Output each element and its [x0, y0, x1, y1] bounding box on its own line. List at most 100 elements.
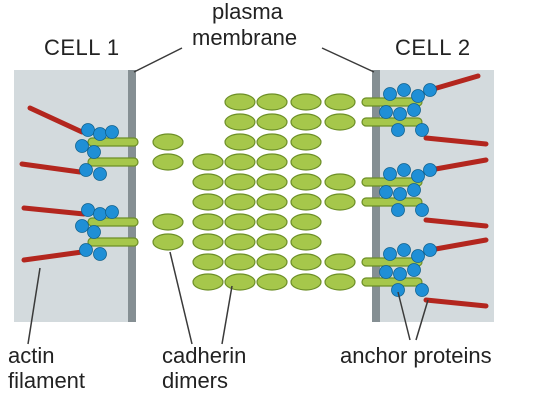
cadherin-ellipse	[224, 213, 256, 231]
anchor-protein-circle	[93, 167, 107, 181]
actin-filament-line	[21, 205, 87, 217]
actin-filament-line	[423, 135, 489, 147]
cadherin-dimers-label-line2: dimers	[162, 368, 229, 393]
cadherin-ellipse	[290, 273, 322, 291]
cadherin-ellipse	[290, 153, 322, 171]
actin-filament-label-line1: actin	[8, 343, 55, 368]
cadherin-ellipse	[290, 193, 322, 211]
cadherin-ellipse	[256, 153, 288, 171]
anchor-protein-circle	[105, 125, 119, 139]
anchor-protein-circle	[383, 247, 397, 261]
anchor-protein-circle	[407, 103, 421, 117]
actin-filament-line	[427, 157, 489, 173]
cadherin-ellipse	[192, 213, 224, 231]
cadherin-ellipse	[224, 153, 256, 171]
cadherin-dimers-group	[87, 93, 423, 291]
cadherin-ellipse	[256, 173, 288, 191]
actin-filament-line	[21, 249, 85, 263]
cadherin-ellipse	[290, 253, 322, 271]
cadherin-ellipse	[324, 113, 356, 131]
cadherin-rod	[361, 277, 423, 287]
anchor-protein-circle	[81, 203, 95, 217]
leader-line	[415, 299, 429, 341]
cadherin-ellipse	[290, 233, 322, 251]
anchor-protein-circle	[93, 247, 107, 261]
cadherin-ellipse	[324, 93, 356, 111]
cadherin-ellipse	[224, 253, 256, 271]
cell1-label: CELL 1	[44, 35, 120, 60]
cadherin-ellipse	[152, 213, 184, 231]
actin-filament-line	[427, 73, 481, 93]
anchor-protein-circle	[415, 283, 429, 297]
leader-line	[133, 47, 183, 73]
cadherin-ellipse	[324, 193, 356, 211]
cadherin-ellipse	[290, 133, 322, 151]
cadherin-ellipse	[152, 233, 184, 251]
cadherin-ellipse	[224, 273, 256, 291]
anchor-protein-circle	[411, 89, 425, 103]
cell2-label: CELL 2	[395, 35, 471, 60]
anchor-protein-circle	[407, 263, 421, 277]
anchor-protein-circle	[423, 83, 437, 97]
cadherin-ellipse	[256, 213, 288, 231]
anchor-protein-circle	[423, 243, 437, 257]
cell2-membrane	[372, 70, 380, 322]
anchor-protein-circle	[397, 243, 411, 257]
cadherin-ellipse	[224, 93, 256, 111]
cadherin-ellipse	[256, 253, 288, 271]
anchor-protein-circle	[423, 163, 437, 177]
cadherin-ellipse	[224, 113, 256, 131]
cadherin-ellipse	[192, 153, 224, 171]
anchor-protein-circle	[407, 183, 421, 197]
cadherin-rod	[87, 237, 139, 247]
anchor-protein-circle	[393, 267, 407, 281]
anchor-protein-circle	[379, 265, 393, 279]
cadherin-ellipse	[192, 193, 224, 211]
cadherin-ellipse	[324, 273, 356, 291]
leader-line	[221, 285, 233, 345]
anchor-protein-circle	[415, 203, 429, 217]
cadherin-ellipse	[224, 233, 256, 251]
cadherin-ellipse	[256, 273, 288, 291]
cadherin-rod	[361, 197, 423, 207]
plasma-membrane-label-line2: membrane	[192, 25, 298, 50]
cadherin-ellipse	[290, 93, 322, 111]
leader-line	[397, 291, 411, 341]
cadherin-rod	[87, 157, 139, 167]
anchor-protein-circle	[391, 283, 405, 297]
anchor-protein-circle	[75, 139, 89, 153]
anchor-protein-circle	[393, 187, 407, 201]
cadherin-dimers-label-line1: cadherin	[162, 343, 247, 368]
anchor-protein-circle	[75, 219, 89, 233]
cadherin-ellipse	[192, 273, 224, 291]
cadherin-ellipse	[192, 173, 224, 191]
anchor-proteins-group	[75, 83, 437, 297]
anchor-protein-circle	[87, 145, 101, 159]
actin-filaments	[19, 73, 489, 309]
actin-filament-line	[19, 161, 83, 175]
anchor-protein-circle	[79, 243, 93, 257]
cadherin-rod	[361, 117, 423, 127]
anchor-protein-circle	[379, 105, 393, 119]
cadherin-ellipse	[256, 193, 288, 211]
cadherin-ellipse	[290, 113, 322, 131]
anchor-protein-circle	[93, 207, 107, 221]
cadherin-ellipse	[290, 173, 322, 191]
cadherin-ellipse	[256, 113, 288, 131]
cadherin-ellipse	[324, 253, 356, 271]
anchor-protein-circle	[415, 123, 429, 137]
anchor-protein-circle	[411, 249, 425, 263]
cadherin-ellipse	[324, 173, 356, 191]
anchor-protein-circle	[81, 123, 95, 137]
anchor-protein-circle	[383, 167, 397, 181]
anchor-protein-circle	[105, 205, 119, 219]
cadherin-ellipse	[256, 93, 288, 111]
actin-filament-line	[423, 297, 489, 309]
actin-filament-line	[27, 105, 85, 135]
leader-lines	[27, 47, 429, 345]
cadherin-ellipse	[256, 133, 288, 151]
cadherin-ellipse	[192, 253, 224, 271]
cadherin-ellipse	[224, 173, 256, 191]
anchor-protein-circle	[87, 225, 101, 239]
